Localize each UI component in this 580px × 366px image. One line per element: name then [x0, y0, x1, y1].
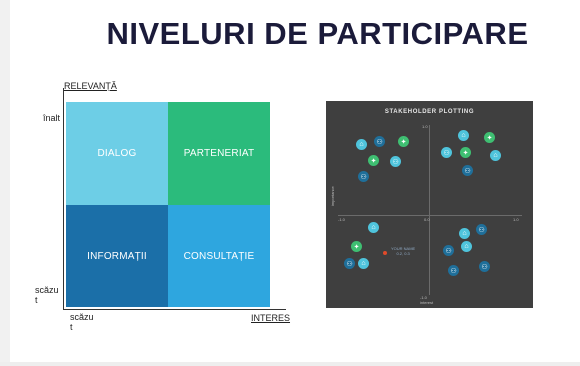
stakeholder-dot: ⚇	[479, 261, 490, 272]
your-position-marker	[383, 251, 387, 255]
stakeholder-dot: ⚇	[448, 265, 459, 276]
quadrant-informatii-label: INFORMAȚII	[87, 250, 147, 262]
slide-title: NIVELURI DE PARTICIPARE	[106, 16, 529, 51]
stakeholder-dot: ⌂	[356, 139, 367, 150]
plot-y-axis-label: importance	[330, 186, 335, 206]
stakeholder-dot: ⚇	[443, 245, 454, 256]
your-position-label: YOUR NAME 0.2, 0.3	[391, 246, 415, 256]
stakeholder-dot: ✦	[351, 241, 362, 252]
x-axis-label: INTERES	[251, 313, 291, 323]
your-position-name: YOUR NAME	[391, 246, 416, 251]
y-high-label: înalt	[43, 113, 61, 123]
stakeholder-dot: ⚇	[344, 258, 355, 269]
plot-vertical-axis	[429, 125, 430, 295]
stakeholder-dot: ⌂	[358, 258, 369, 269]
stakeholder-dot: ⌂	[458, 130, 469, 141]
quadrant-parteneriat: PARTENERIAT	[168, 102, 270, 205]
plot-tick-mid: 0.0	[424, 217, 430, 222]
y-axis-line	[63, 88, 64, 310]
quadrant-dialog: DIALOG	[66, 102, 168, 205]
stakeholder-dot: ⚇	[441, 147, 452, 158]
stakeholder-dot: ⚇	[358, 171, 369, 182]
x-low-label: scăzu t	[70, 312, 94, 332]
stakeholder-dot: ✦	[398, 136, 409, 147]
quadrant-dialog-label: DIALOG	[97, 148, 137, 159]
stakeholder-dot: ✦	[484, 132, 495, 143]
y-axis-label: RELEVANȚĂ	[64, 81, 117, 91]
stakeholder-dot: ⌂	[368, 222, 379, 233]
bottom-edge-bar	[0, 362, 580, 366]
x-axis-line	[63, 309, 286, 310]
stakeholder-dot: ✦	[368, 155, 379, 166]
stakeholder-dot: ⚇	[476, 224, 487, 235]
left-edge-bar	[0, 0, 10, 366]
your-position-value: 0.2, 0.3	[396, 251, 410, 256]
plot-x-axis-label: interest	[420, 300, 434, 305]
plot-title: STAKEHOLDER PLOTTING	[384, 109, 475, 115]
stakeholder-dot: ⚇	[374, 136, 385, 147]
plot-horizontal-axis	[338, 215, 522, 216]
stakeholder-dot: ⌂	[459, 228, 470, 239]
plot-tick-top: 1.0	[422, 124, 428, 129]
quadrant-consultatie: CONSULTAȚIE	[168, 205, 270, 307]
plot-tick-left: -1.0	[338, 217, 345, 222]
plot-tick-bottom: -1.0	[420, 295, 427, 300]
stakeholder-dot: ⌂	[461, 241, 472, 252]
stakeholder-dot: ✦	[460, 147, 471, 158]
quadrant-informatii: INFORMAȚII	[66, 205, 168, 307]
plot-tick-right: 1.0	[513, 217, 519, 222]
stakeholder-dot: ⌂	[490, 150, 501, 161]
y-low-label: scăzu t	[35, 285, 59, 305]
stakeholder-plot: STAKEHOLDER PLOTTING 1.0 -1.0 0.0 1.0 -1…	[326, 101, 533, 308]
stakeholder-dot: ⚇	[390, 156, 401, 167]
quadrant-parteneriat-label: PARTENERIAT	[183, 148, 255, 159]
stakeholder-dot: ⚇	[462, 165, 473, 176]
quadrant-consultatie-label: CONSULTAȚIE	[183, 250, 255, 262]
